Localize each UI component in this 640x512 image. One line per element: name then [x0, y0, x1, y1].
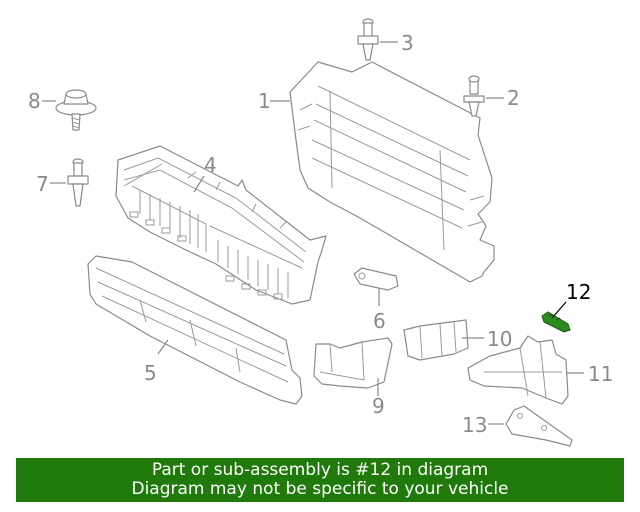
- part-6-bracket[interactable]: [353, 267, 399, 291]
- banner-line-2: Diagram may not be specific to your vehi…: [131, 479, 509, 499]
- part-11-air-guide[interactable]: [467, 335, 569, 405]
- callout-12: 12: [566, 280, 591, 304]
- callout-6: 6: [373, 309, 386, 333]
- part-2-push-pin[interactable]: [463, 75, 485, 117]
- callout-11: 11: [588, 362, 613, 386]
- callout-1: 1: [258, 89, 271, 113]
- part-1-radiator-support[interactable]: [289, 61, 495, 283]
- callout-2: 2: [507, 86, 520, 110]
- info-banner: Part or sub-assembly is #12 in diagram D…: [16, 458, 624, 502]
- part-5-lower-deflector[interactable]: [87, 255, 303, 405]
- part-9-air-duct[interactable]: [313, 337, 393, 389]
- callout-3: 3: [401, 31, 414, 55]
- part-3-push-pin[interactable]: [357, 18, 379, 61]
- leader-12: [551, 301, 567, 319]
- banner-line-1: Part or sub-assembly is #12 in diagram: [151, 460, 489, 480]
- callout-4: 4: [204, 153, 217, 177]
- part-4-grille[interactable]: [115, 145, 327, 305]
- callout-13: 13: [462, 413, 487, 437]
- callout-10: 10: [487, 327, 512, 351]
- callout-7: 7: [36, 172, 49, 196]
- part-12-clip[interactable]: [541, 311, 571, 333]
- leader-5: [157, 339, 169, 355]
- parts-diagram: 1 2 3 8 7: [28, 18, 613, 447]
- part-8-screw-washer[interactable]: [55, 89, 97, 131]
- leader-4: [193, 175, 205, 193]
- callout-9: 9: [372, 394, 385, 418]
- part-10-air-duct[interactable]: [403, 319, 469, 361]
- part-7-push-pin[interactable]: [67, 158, 89, 207]
- callout-8: 8: [28, 89, 41, 113]
- part-13-bracket[interactable]: [505, 405, 573, 447]
- callout-5: 5: [144, 361, 157, 385]
